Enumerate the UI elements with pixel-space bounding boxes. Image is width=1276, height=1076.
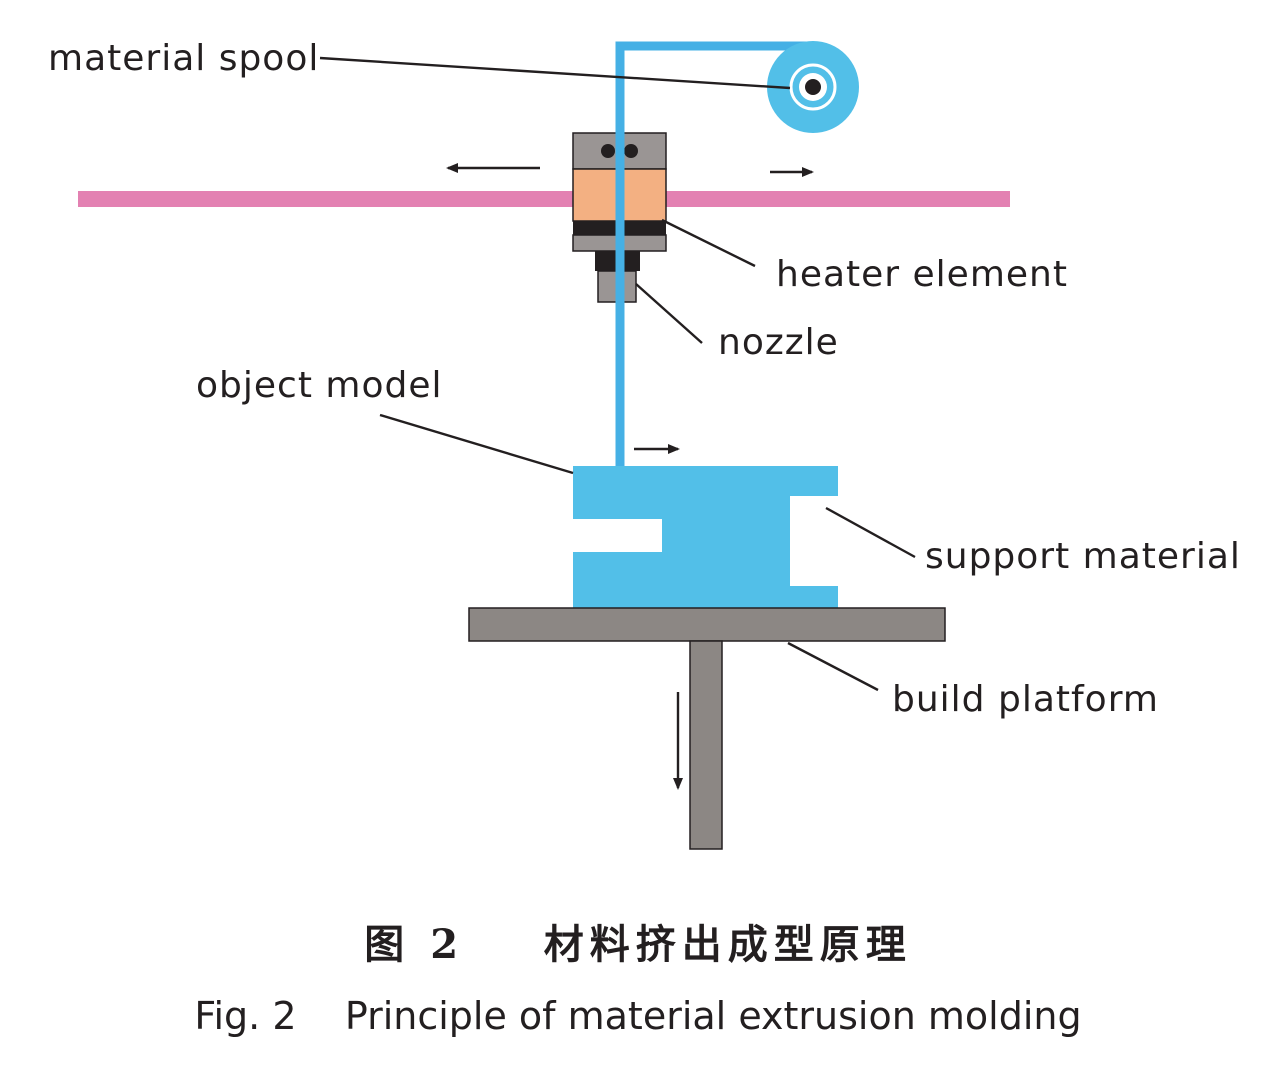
filament — [615, 41, 812, 466]
platform-post — [689, 640, 723, 850]
caption-en-title: Principle of material extrusion molding — [344, 994, 1082, 1038]
roller-left — [601, 144, 615, 158]
figure-caption-chinese: 图 2 材料挤出成型原理 — [0, 912, 1276, 970]
leader-platform — [787, 641, 879, 692]
label-nozzle: nozzle — [718, 322, 839, 363]
guide-rail — [78, 191, 1010, 207]
caption-cn-title: 材料挤出成型原理 — [543, 921, 912, 968]
build-platform — [468, 607, 946, 642]
label-support-material: support material — [925, 536, 1241, 577]
roller-right — [624, 144, 638, 158]
leader-support — [825, 506, 916, 559]
label-object-model: object model — [196, 365, 442, 406]
label-heater-element: heater element — [776, 254, 1068, 295]
leader-nozzle — [635, 283, 703, 344]
extrusion-diagram: material spool heater element nozzle obj… — [48, 38, 1241, 850]
label-material-spool: material spool — [48, 38, 319, 79]
caption-cn-number: 图 2 — [364, 921, 465, 968]
figure-caption-english: Fig. 2 Principle of material extrusion m… — [0, 994, 1276, 1038]
caption-en-number: Fig. 2 — [194, 994, 297, 1038]
leader-object — [379, 413, 574, 475]
leader-heater — [661, 218, 756, 268]
leader-spool — [319, 56, 791, 90]
label-build-platform: build platform — [892, 679, 1159, 720]
material-spool — [767, 41, 859, 133]
object-model — [573, 466, 838, 608]
